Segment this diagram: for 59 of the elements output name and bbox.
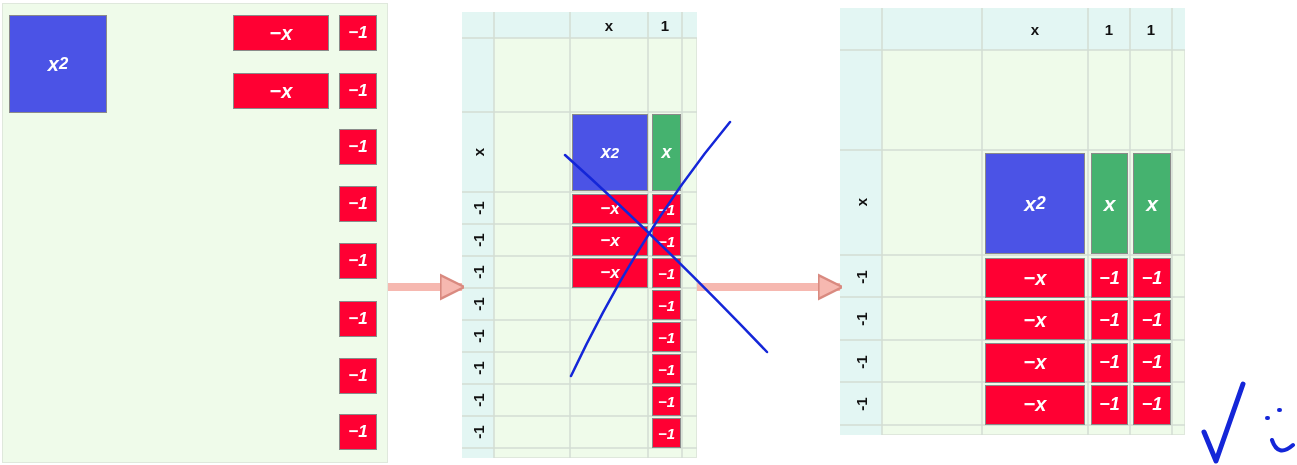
algebra-tile: −x bbox=[985, 258, 1085, 298]
arrow bbox=[697, 273, 844, 301]
algebra-tile: −1 bbox=[1091, 384, 1128, 425]
algebra-tile: −1 bbox=[652, 258, 681, 288]
algebra-tile: −1 bbox=[652, 226, 681, 256]
algebra-tile: −x bbox=[572, 258, 648, 288]
algebra-tile: −1 bbox=[1133, 384, 1171, 425]
algebra-tile: x bbox=[652, 114, 681, 191]
axis-label: -1 bbox=[469, 425, 487, 439]
algebra-tile: −1 bbox=[339, 414, 377, 450]
algebra-tile: −1 bbox=[652, 386, 681, 416]
axis-label: -1 bbox=[469, 329, 487, 343]
algebra-tile: −x bbox=[233, 15, 329, 51]
axis-label: -1 bbox=[469, 201, 487, 215]
axis-label: x bbox=[469, 147, 487, 157]
grid-mat bbox=[840, 8, 1185, 435]
algebra-tile: −1 bbox=[1091, 258, 1128, 298]
algebra-tile: −x bbox=[233, 73, 329, 109]
algebra-tile: −1 bbox=[652, 290, 681, 320]
axis-label: -1 bbox=[852, 354, 870, 369]
axis-label: -1 bbox=[852, 312, 870, 326]
algebra-tile: −x bbox=[572, 226, 648, 256]
axis-label: x bbox=[604, 16, 614, 34]
algebra-tile: −1 bbox=[339, 73, 377, 109]
tile-mat bbox=[2, 3, 388, 463]
algebra-tile: −1 bbox=[339, 358, 377, 394]
axis-label: x bbox=[1030, 20, 1040, 38]
axis-label: -1 bbox=[469, 233, 487, 247]
algebra-tile: x bbox=[1133, 153, 1171, 254]
arrow bbox=[388, 273, 466, 301]
axis-label: 1 bbox=[660, 16, 670, 34]
axis-label: -1 bbox=[469, 265, 487, 279]
algebra-tile: −1 bbox=[339, 186, 377, 222]
algebra-tile: −1 bbox=[1133, 342, 1171, 383]
axis-label: 1 bbox=[1146, 20, 1156, 38]
algebra-tile: −1 bbox=[339, 15, 377, 51]
axis-label: -1 bbox=[469, 297, 487, 311]
algebra-tile: −1 bbox=[339, 243, 377, 279]
algebra-tile: −1 bbox=[1133, 300, 1171, 341]
algebra-tile: −1 bbox=[1133, 258, 1171, 298]
algebra-tile: −1 bbox=[339, 129, 377, 165]
algebra-tile: −x bbox=[985, 384, 1085, 425]
algebra-tile: −x bbox=[572, 194, 648, 224]
algebra-tile: x bbox=[1091, 153, 1128, 254]
grid-mat bbox=[462, 12, 697, 458]
algebra-tile: −1 bbox=[1091, 342, 1128, 383]
axis-label: x bbox=[852, 197, 870, 207]
algebra-tile: −1 bbox=[339, 301, 377, 337]
algebra-tile: −1 bbox=[1091, 300, 1128, 341]
algebra-tile: −1 bbox=[652, 322, 681, 352]
axis-label: -1 bbox=[852, 270, 870, 284]
algebra-tile: −1 bbox=[652, 354, 681, 384]
algebra-tile: −x bbox=[985, 342, 1085, 383]
axis-label: -1 bbox=[852, 397, 870, 411]
axis-label: -1 bbox=[469, 361, 487, 375]
axis-label: 1 bbox=[1104, 20, 1114, 38]
algebra-tile: −1 bbox=[652, 418, 681, 448]
axis-label: -1 bbox=[469, 393, 487, 407]
algebra-tile: −x bbox=[985, 300, 1085, 341]
